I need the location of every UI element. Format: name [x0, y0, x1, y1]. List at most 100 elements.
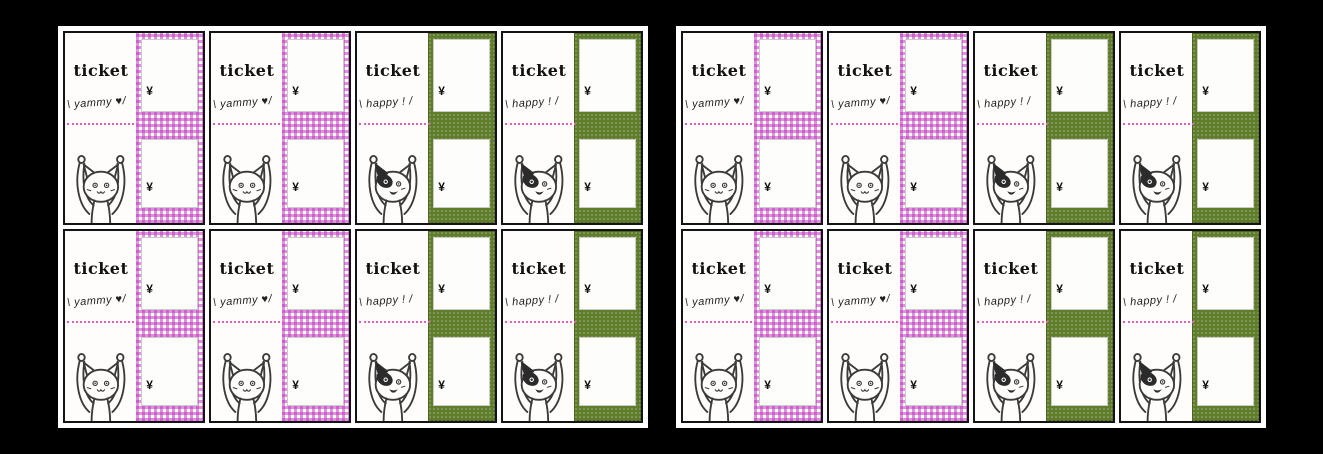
yen-symbol: ¥	[292, 378, 299, 392]
price-strip: ¥ ¥	[1192, 231, 1259, 421]
ticket: ticket \ yammy ♥/ ¥ ¥	[680, 229, 823, 423]
yen-symbol: ¥	[764, 180, 771, 194]
price-box-bottom: ¥	[579, 336, 636, 406]
ticket-title: ticket	[983, 259, 1039, 278]
price-box-bottom: ¥	[579, 138, 636, 208]
ticket-title: ticket	[511, 61, 567, 80]
yen-symbol: ¥	[910, 180, 917, 194]
perforation-line	[684, 321, 757, 324]
ticket-title: ticket	[73, 61, 129, 80]
price-box-top: ¥	[287, 39, 344, 112]
price-strip: ¥ ¥	[428, 33, 495, 223]
price-box-top: ¥	[579, 39, 636, 112]
price-box-top: ¥	[905, 237, 962, 310]
perforation-line	[212, 321, 285, 324]
perforation-line	[976, 321, 1049, 324]
ticket-title: ticket	[1129, 61, 1185, 80]
ticket-stub: ticket \ happy ! /	[503, 33, 575, 223]
ticket-title: ticket	[1129, 259, 1185, 278]
price-box-top: ¥	[433, 39, 490, 112]
price-box-bottom: ¥	[141, 336, 198, 406]
yen-symbol: ¥	[1056, 281, 1063, 296]
perforation-line	[1122, 321, 1195, 324]
yen-symbol: ¥	[1202, 281, 1209, 296]
ticket-stub: ticket \ happy ! /	[503, 231, 575, 421]
ticket: ticket \ yammy ♥/ ¥ ¥	[208, 229, 351, 423]
ticket-title: ticket	[219, 259, 275, 278]
yen-symbol: ¥	[438, 281, 445, 296]
perforation-line	[66, 321, 139, 324]
ticket-title: ticket	[365, 61, 421, 80]
ticket-stub: ticket \ yammy ♥/	[65, 231, 137, 421]
ticket-stub: ticket \ yammy ♥/	[829, 33, 901, 223]
ticket-stub: ticket \ happy ! /	[357, 231, 429, 421]
yen-symbol: ¥	[584, 281, 591, 296]
price-box-bottom: ¥	[759, 138, 816, 208]
ticket-stub: ticket \ happy ! /	[357, 33, 429, 223]
ticket-stub: ticket \ yammy ♥/	[211, 231, 283, 421]
price-box-bottom: ¥	[1197, 336, 1254, 406]
ticket-title: ticket	[837, 259, 893, 278]
yen-symbol: ¥	[146, 378, 153, 392]
ticket: ticket \ happy ! / ¥ ¥	[354, 229, 497, 423]
yen-symbol: ¥	[1056, 378, 1063, 392]
perforation-line	[66, 123, 139, 126]
yen-symbol: ¥	[910, 378, 917, 392]
yen-symbol: ¥	[910, 83, 917, 98]
ticket: ticket \ yammy ♥/ ¥ ¥	[62, 229, 205, 423]
ticket-stub: ticket \ happy ! /	[1121, 231, 1193, 421]
ticket-title: ticket	[837, 61, 893, 80]
ticket-title: ticket	[983, 61, 1039, 80]
price-box-top: ¥	[1051, 39, 1108, 112]
ticket: ticket \ yammy ♥/ ¥ ¥	[62, 31, 205, 225]
price-box-bottom: ¥	[905, 336, 962, 406]
perforation-line	[830, 321, 903, 324]
perforation-line	[358, 123, 431, 126]
yen-symbol: ¥	[146, 83, 153, 98]
yen-symbol: ¥	[584, 83, 591, 98]
ticket: ticket \ happy ! / ¥ ¥	[972, 31, 1115, 225]
sheet-1: ticket \ yammy ♥/ ¥ ¥ ticket \ yammy ♥/	[57, 26, 648, 428]
price-box-top: ¥	[1197, 39, 1254, 112]
price-box-bottom: ¥	[433, 336, 490, 406]
yen-symbol: ¥	[764, 281, 771, 296]
price-strip: ¥ ¥	[136, 33, 202, 223]
perforation-line	[504, 123, 577, 126]
ticket: ticket \ yammy ♥/ ¥ ¥	[208, 31, 351, 225]
ticket-stub: ticket \ yammy ♥/	[65, 33, 137, 223]
price-box-bottom: ¥	[287, 336, 344, 406]
price-strip: ¥ ¥	[754, 33, 820, 223]
ticket-stub: ticket \ happy ! /	[975, 33, 1047, 223]
price-strip: ¥ ¥	[574, 231, 641, 421]
perforation-line	[976, 123, 1049, 126]
perforation-line	[684, 123, 757, 126]
ticket-stub: ticket \ yammy ♥/	[829, 231, 901, 421]
price-box-bottom: ¥	[287, 138, 344, 208]
price-box-top: ¥	[287, 237, 344, 310]
price-box-bottom: ¥	[1051, 336, 1108, 406]
ticket-stub: ticket \ happy ! /	[975, 231, 1047, 421]
ticket-stub: ticket \ happy ! /	[1121, 33, 1193, 223]
yen-symbol: ¥	[438, 378, 445, 392]
ticket-stub: ticket \ yammy ♥/	[211, 33, 283, 223]
perforation-line	[212, 123, 285, 126]
price-strip: ¥ ¥	[900, 33, 966, 223]
yen-symbol: ¥	[764, 83, 771, 98]
price-strip: ¥ ¥	[136, 231, 202, 421]
price-box-top: ¥	[433, 237, 490, 310]
yen-symbol: ¥	[292, 83, 299, 98]
ticket-title: ticket	[365, 259, 421, 278]
ticket: ticket \ happy ! / ¥ ¥	[500, 229, 643, 423]
ticket-title: ticket	[691, 61, 747, 80]
yen-symbol: ¥	[1202, 83, 1209, 98]
ticket-stub: ticket \ yammy ♥/	[683, 33, 755, 223]
price-box-top: ¥	[905, 39, 962, 112]
perforation-line	[504, 321, 577, 324]
ticket: ticket \ happy ! / ¥ ¥	[354, 31, 497, 225]
price-box-bottom: ¥	[759, 336, 816, 406]
ticket: ticket \ happy ! / ¥ ¥	[500, 31, 643, 225]
price-box-bottom: ¥	[1197, 138, 1254, 208]
yen-symbol: ¥	[764, 378, 771, 392]
price-strip: ¥ ¥	[1046, 33, 1113, 223]
